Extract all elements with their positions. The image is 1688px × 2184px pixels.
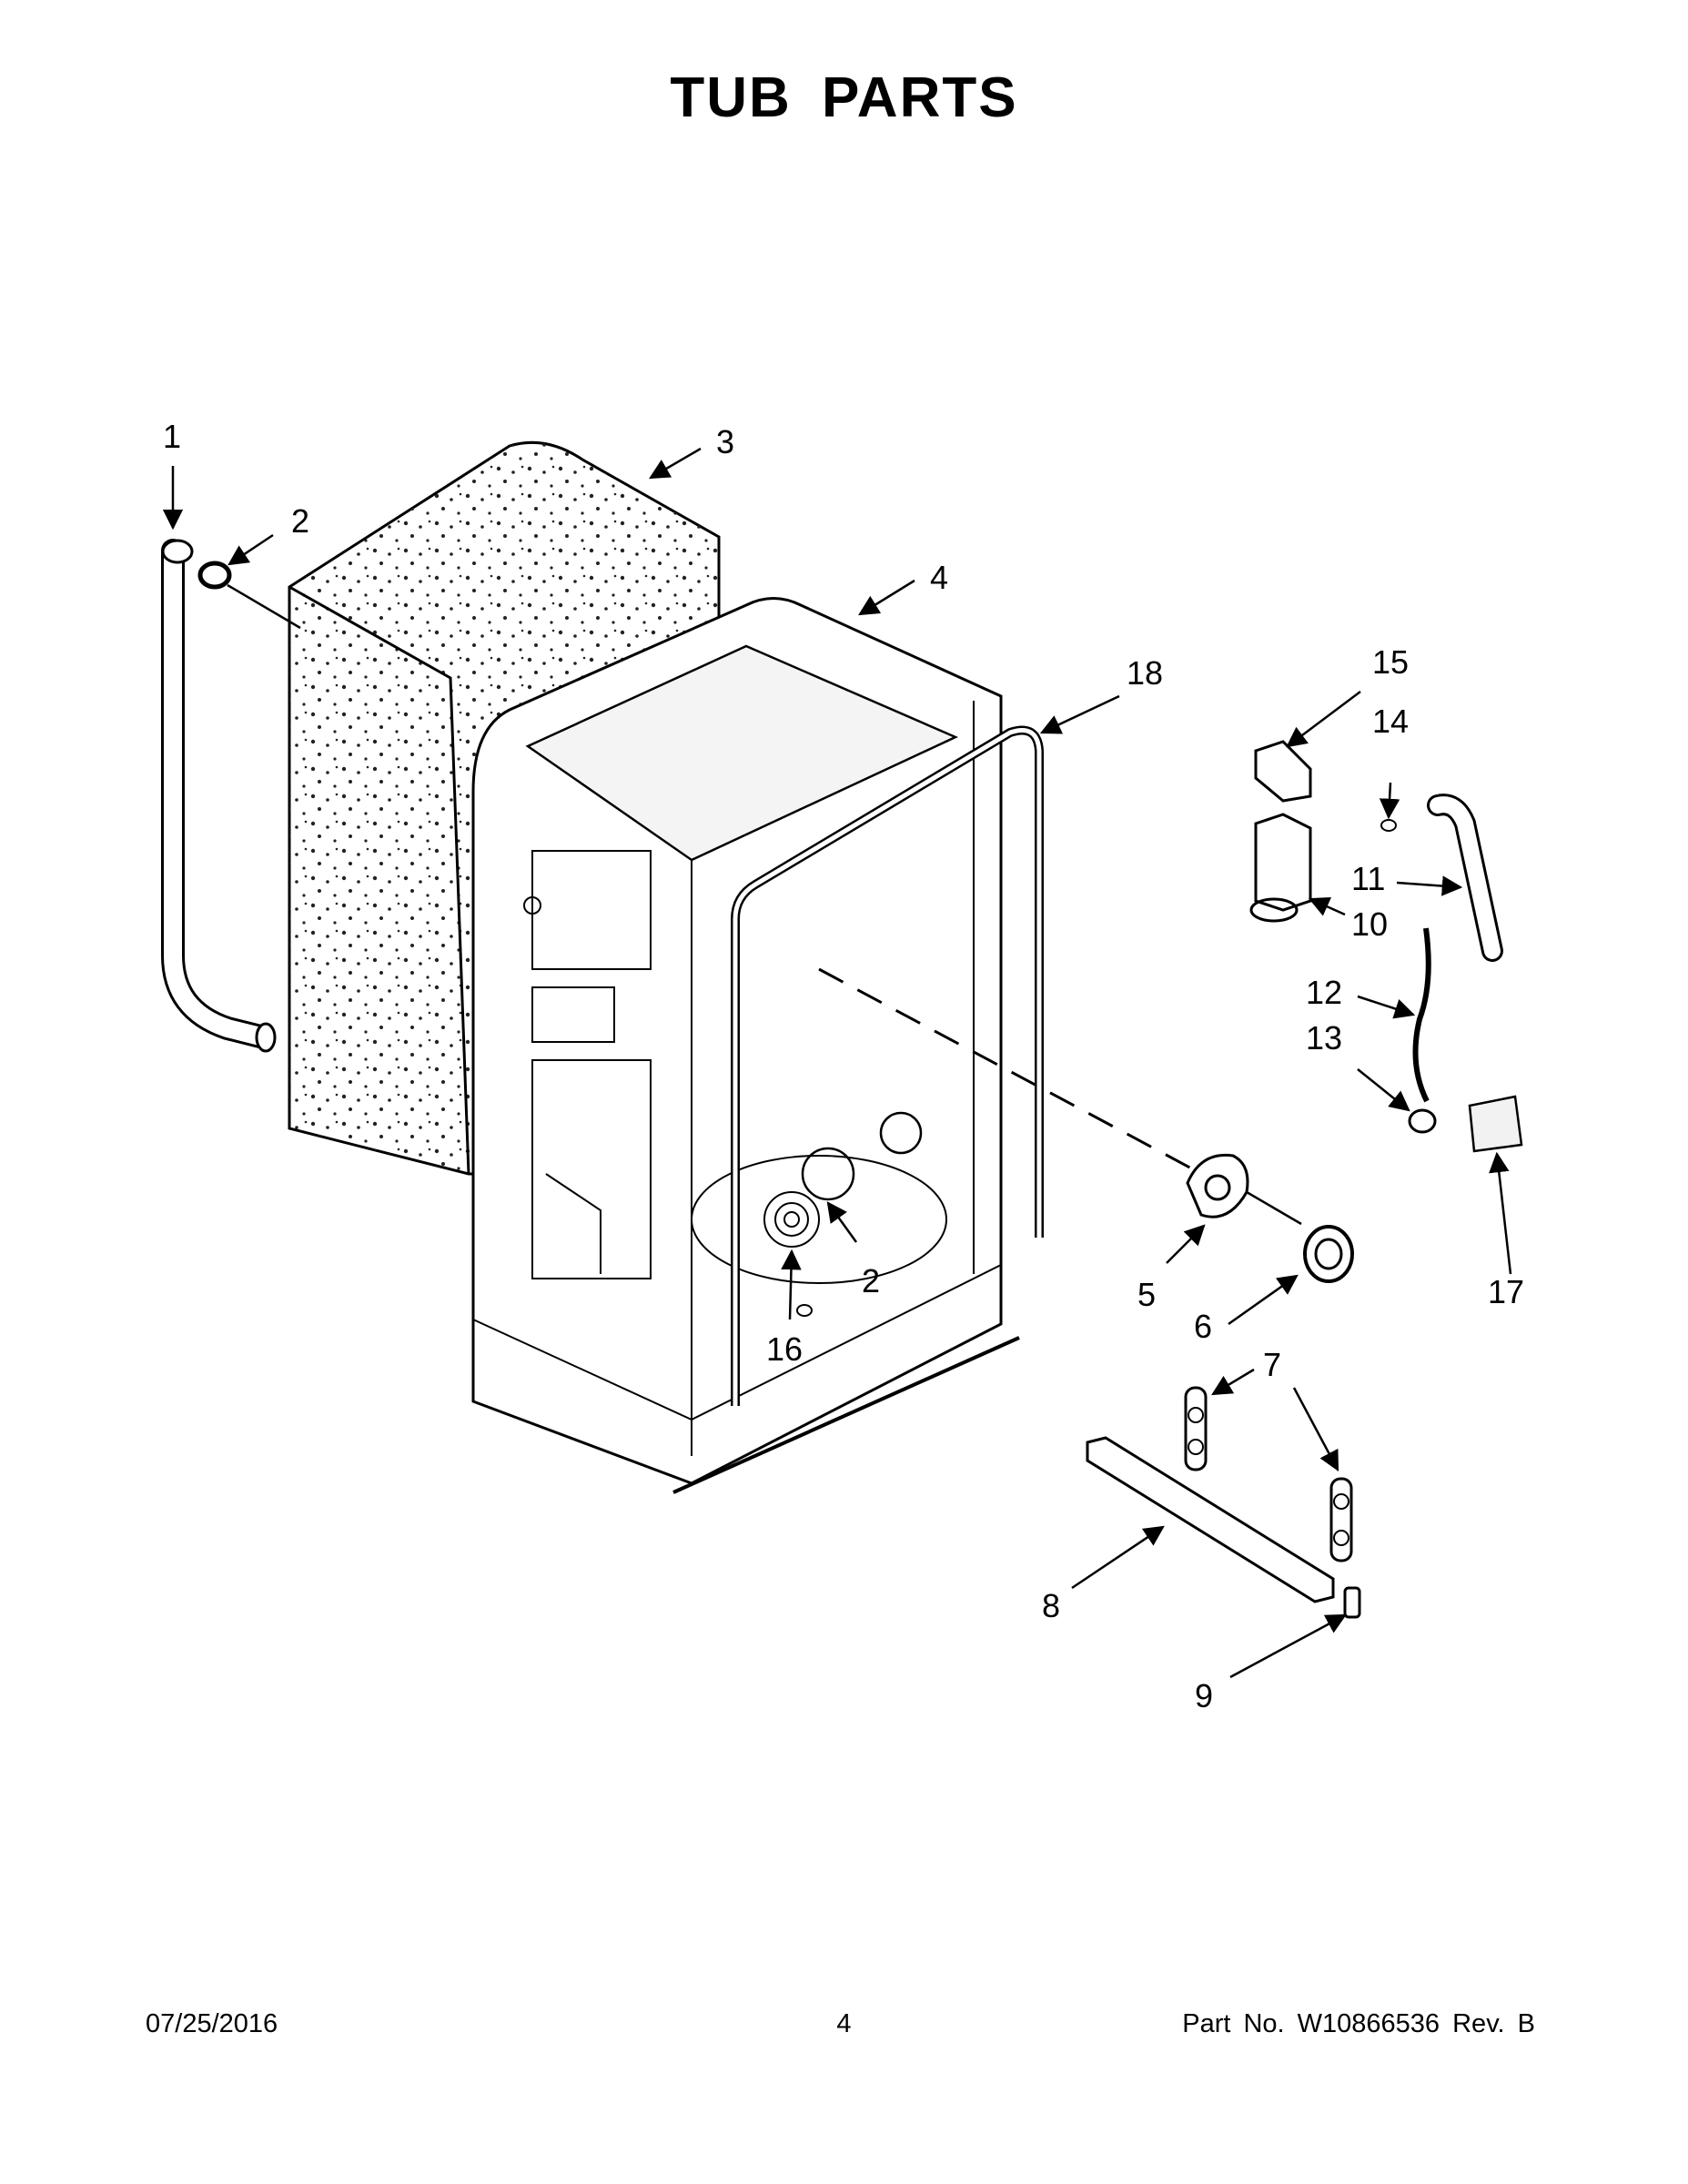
vent-bracket-part — [1254, 740, 1312, 803]
thermistor-part — [1408, 1108, 1437, 1134]
clip-part — [1380, 819, 1397, 832]
callout-1: 1 — [163, 418, 181, 455]
vent-part — [1303, 1225, 1354, 1283]
base-rail-part — [1086, 1436, 1335, 1603]
hinge-plate-part — [1468, 1095, 1523, 1153]
callout-8: 8 — [1042, 1587, 1060, 1624]
callout-7: 7 — [1263, 1346, 1281, 1383]
door-gasket-part — [731, 725, 1044, 1406]
callout-18: 18 — [1127, 654, 1163, 692]
footer-part-number: Part No. W10866536 Rev. B — [1182, 2009, 1535, 2038]
callout-6: 6 — [1194, 1308, 1212, 1345]
vent-housing-part — [1249, 813, 1312, 923]
fill-tube-part — [161, 539, 277, 1053]
vent-hose-part — [1427, 794, 1503, 962]
callout-16: 16 — [766, 1330, 803, 1368]
sensor-wire-part — [1412, 927, 1431, 1103]
tub-body-part — [471, 597, 1020, 1494]
footer-page-number: 4 — [836, 2009, 852, 2038]
callout-9: 9 — [1195, 1677, 1213, 1714]
leveling-bracket-part — [1184, 1386, 1353, 1562]
callout-5: 5 — [1137, 1276, 1156, 1313]
sump-part — [796, 1304, 813, 1317]
callout-10: 10 — [1351, 905, 1388, 943]
callout-13: 13 — [1306, 1019, 1342, 1057]
page-title: TUB PARTS — [670, 66, 1018, 129]
assembly-dashed-line — [818, 967, 1211, 1180]
callout-15: 15 — [1372, 643, 1409, 681]
leader-arrows — [162, 447, 1512, 1679]
footer-date: 07/25/2016 — [146, 2009, 278, 2038]
callout-2-tub: 2 — [862, 1262, 880, 1299]
grommet-part — [1186, 1153, 1302, 1226]
callout-2-seal: 2 — [291, 502, 309, 540]
callout-14: 14 — [1372, 703, 1409, 740]
seal-part — [197, 561, 301, 630]
end-cap-part — [1343, 1586, 1361, 1619]
callout-3: 3 — [716, 423, 734, 460]
callout-12: 12 — [1306, 974, 1342, 1011]
callout-11: 11 — [1351, 860, 1385, 897]
callout-4: 4 — [930, 559, 948, 596]
callout-17: 17 — [1488, 1273, 1524, 1310]
